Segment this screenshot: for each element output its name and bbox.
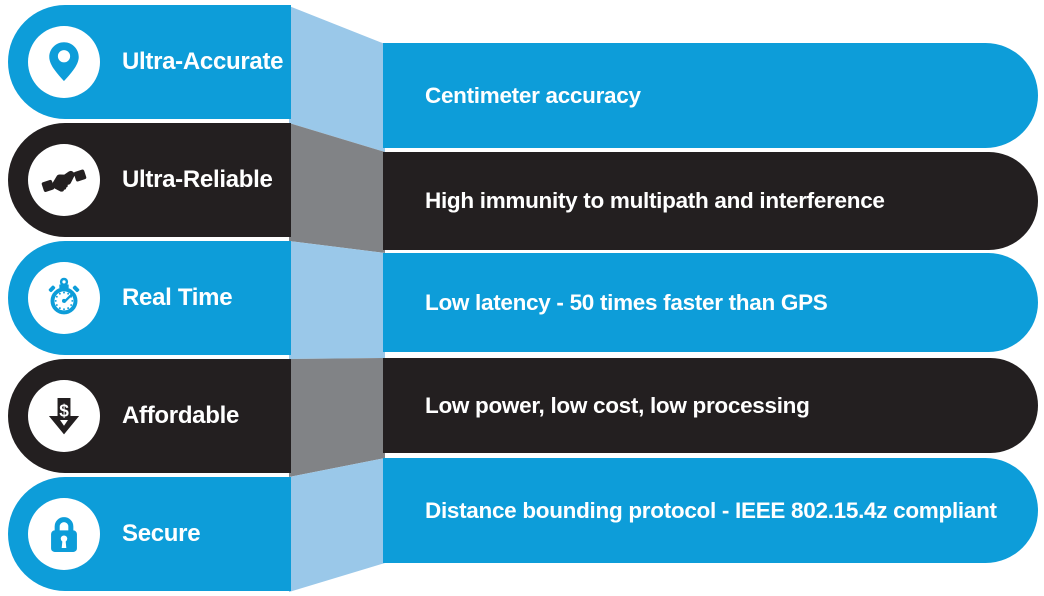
- feature-pill-ultra-accurate: Ultra-Accurate: [8, 5, 291, 119]
- benefit-label: Centimeter accuracy: [425, 82, 641, 108]
- ribbon-fold-3: [289, 241, 385, 359]
- padlock-icon: [51, 517, 77, 552]
- icon-circle: [28, 26, 100, 98]
- benefit-label: Low power, low cost, low processing: [425, 392, 810, 418]
- feature-pill-real-time: Real Time: [8, 241, 291, 355]
- feature-label: Real Time: [122, 284, 233, 311]
- feature-label: Ultra-Accurate: [122, 48, 284, 75]
- svg-text:$: $: [59, 401, 69, 421]
- ribbon-fold-1: [289, 6, 385, 152]
- icon-circle: [28, 498, 100, 570]
- ribbon-fold-4: [289, 358, 385, 477]
- benefit-pill-low-latency: Low latency - 50 times faster than GPS: [383, 253, 1038, 352]
- benefit-label: Distance bounding protocol - IEEE 802.15…: [425, 497, 997, 523]
- ribbon-fold-5: [289, 458, 385, 592]
- icon-circle: [28, 262, 100, 334]
- dollar-down-arrow-icon: $: [48, 398, 80, 435]
- handshake-icon: [41, 169, 87, 192]
- icon-circle: $: [28, 380, 100, 452]
- benefit-pill-distance-bounding: Distance bounding protocol - IEEE 802.15…: [383, 458, 1038, 563]
- benefit-label: High immunity to multipath and interfere…: [425, 188, 885, 213]
- ribbon-fold-2: [289, 123, 385, 253]
- feature-label: Affordable: [122, 402, 240, 429]
- feature-label: Ultra-Reliable: [122, 166, 273, 193]
- feature-pill-ultra-reliable: Ultra-Reliable: [8, 123, 291, 237]
- location-pin-icon: [49, 42, 79, 82]
- icon-circle: [28, 144, 100, 216]
- feature-pill-affordable: $ Affordable: [8, 359, 291, 473]
- benefit-pill-high-immunity: High immunity to multipath and interfere…: [383, 152, 1038, 250]
- feature-pill-secure: Secure: [8, 477, 291, 591]
- stopwatch-icon: [48, 277, 80, 315]
- benefit-pill-centimeter-accuracy: Centimeter accuracy: [383, 43, 1038, 148]
- feature-label: Secure: [122, 520, 201, 547]
- benefit-label: Low latency - 50 times faster than GPS: [425, 289, 828, 315]
- benefit-pill-low-power: Low power, low cost, low processing: [383, 358, 1038, 453]
